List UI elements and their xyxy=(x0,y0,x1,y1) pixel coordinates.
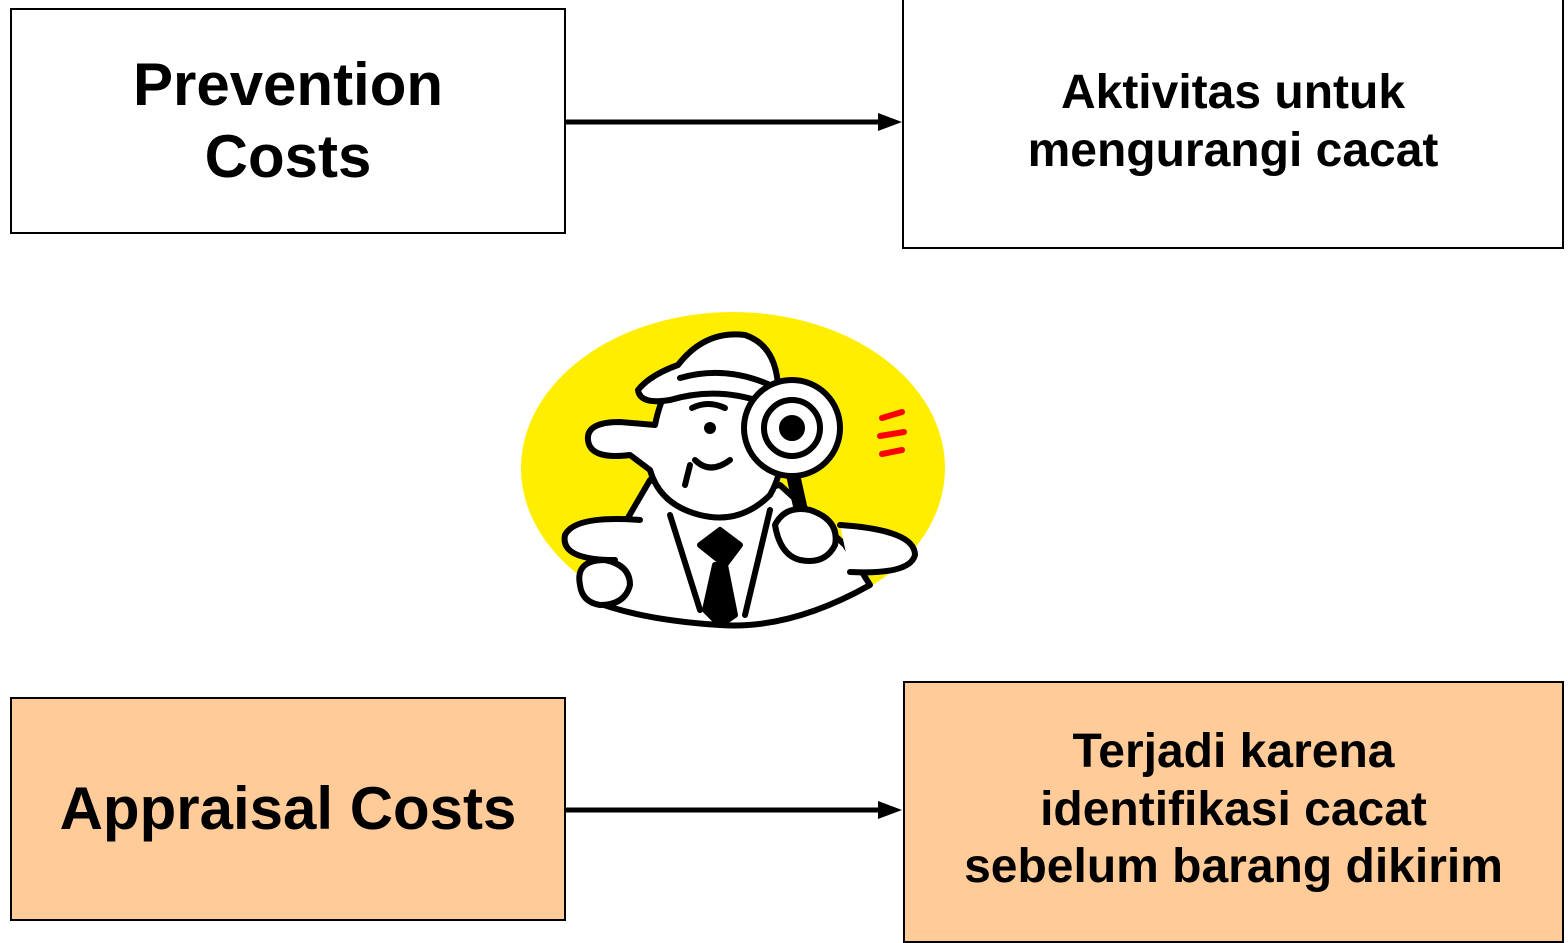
appraisal-description-line3: sebelum barang dikirim xyxy=(964,840,1503,894)
prevention-description-line1: Aktivitas untuk xyxy=(1060,65,1406,119)
appraisal-costs-box: Appraisal Costs xyxy=(10,697,566,921)
prevention-costs-box: Prevention Costs xyxy=(10,8,566,234)
prevention-description-line2: mengurangi cacat xyxy=(1027,123,1439,177)
appraisal-description-box: Terjadi karena identifikasi cacat sebelu… xyxy=(903,681,1564,943)
appraisal-title: Appraisal Costs xyxy=(59,775,517,842)
motion-lines xyxy=(877,409,907,457)
detective-magnifying-glass-icon xyxy=(521,312,945,629)
prevention-title-line2: Costs xyxy=(204,123,372,190)
prevention-arrow xyxy=(566,113,902,131)
prevention-title-line1: Prevention xyxy=(132,51,444,118)
appraisal-arrow xyxy=(566,801,902,819)
appraisal-description-line1: Terjadi karena xyxy=(1072,725,1395,778)
appraisal-description-line2: identifikasi cacat xyxy=(1040,782,1427,836)
prevention-description-box: Aktivitas untuk mengurangi cacat xyxy=(902,0,1564,249)
